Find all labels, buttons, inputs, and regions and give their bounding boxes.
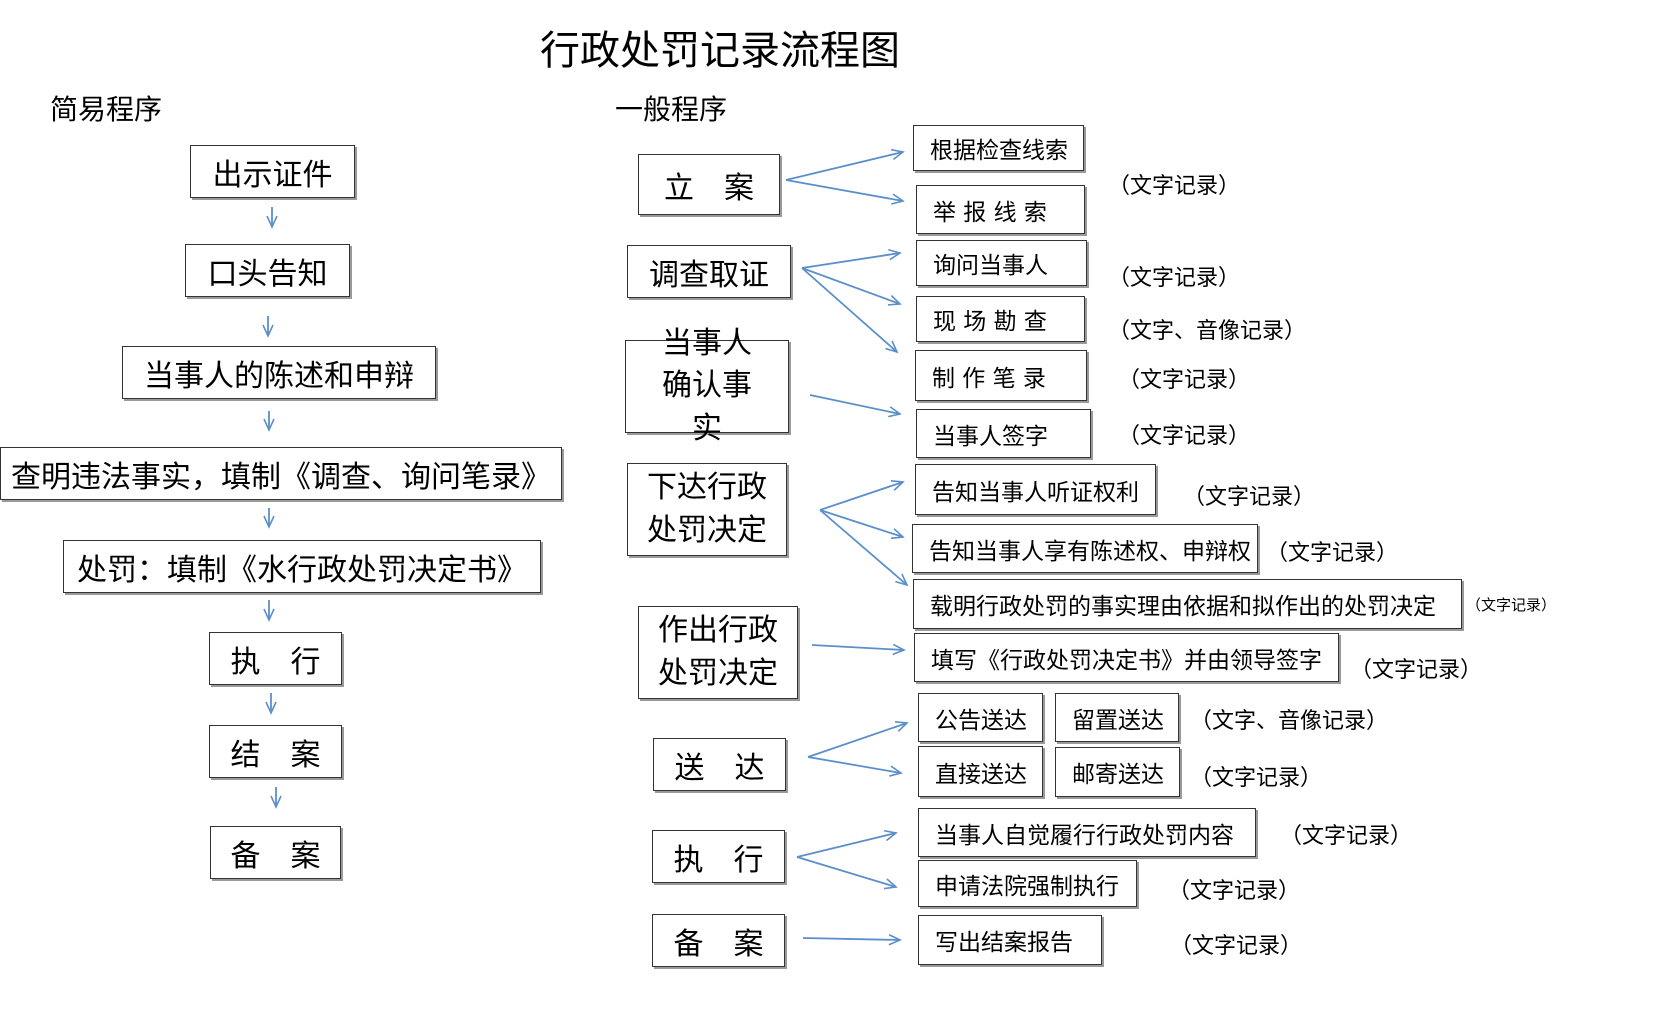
simple-step-close-case: 结 案 <box>209 725 342 778</box>
arrow-deliver-to-direct <box>807 756 903 777</box>
note-voluntary-compliance: （文字记录） <box>1280 824 1413 849</box>
note-file-case: （文字记录） <box>1108 174 1241 199</box>
arrow-deliver-to-public <box>807 721 909 758</box>
arrow-issue-to-defense <box>819 509 905 540</box>
item-mail-delivery: 邮寄送达 <box>1055 747 1180 797</box>
item-hearing-right-notice: 告知当事人听证权利 <box>915 464 1156 515</box>
arrow-file-to-inspection <box>785 148 905 181</box>
note-delivery-text: （文字记录） <box>1190 766 1323 791</box>
note-delivery-av: （文字、音像记录） <box>1190 709 1389 734</box>
simple-step-statement-defense: 当事人的陈述和申辩 <box>122 346 436 399</box>
item-court-enforcement: 申请法院强制执行 <box>918 860 1137 907</box>
note-make-record: （文字记录） <box>1118 368 1251 393</box>
arrow-execute-to-compliance <box>796 829 898 858</box>
note-proposed-decision: （文字记录） <box>1466 596 1557 614</box>
note-party-signature: （文字记录） <box>1118 424 1251 449</box>
simple-step-execute: 执 行 <box>209 632 342 685</box>
item-proposed-decision: 载明行政处罚的事实理由依据和拟作出的处罚决定 <box>913 579 1462 629</box>
stage-file-case: 立 案 <box>638 154 780 215</box>
stage-issue-decision: 下达行政处罚决定 <box>627 463 787 556</box>
general-procedure-heading: 一般程序 <box>615 93 728 126</box>
note-closing-report: （文字记录） <box>1170 934 1303 959</box>
item-question-party: 询问当事人 <box>916 240 1087 286</box>
note-defense-right: （文字记录） <box>1266 541 1399 566</box>
item-make-record: 制 作 笔 录 <box>915 350 1087 401</box>
arrow-make-to-document <box>811 643 906 656</box>
stage-make-decision: 作出行政处罚决定 <box>638 606 798 699</box>
item-inspection-clue: 根据检查线索 <box>913 125 1084 171</box>
item-voluntary-compliance: 当事人自觉履行行政处罚内容 <box>918 808 1256 857</box>
arrow-execute-to-court <box>796 856 898 890</box>
simple-procedure-heading: 简易程序 <box>50 93 163 126</box>
arrow-file-to-report <box>785 179 905 205</box>
simple-step-oral-notice: 口头告知 <box>185 244 350 297</box>
simple-step-show-credentials: 出示证件 <box>190 145 355 198</box>
arrow-investigate-to-record <box>801 267 899 354</box>
arrow-confirm-to-signature <box>809 394 902 418</box>
arrow-issue-to-hearing <box>819 479 905 511</box>
stage-party-confirm: 当事人确认事实 <box>625 326 789 446</box>
simple-step-investigation-record: 查明违法事实，填制《调查、询问笔录》 <box>0 447 562 500</box>
stage-deliver: 送 达 <box>653 738 786 791</box>
item-direct-delivery: 直接送达 <box>918 746 1043 797</box>
arrow-investigate-to-question <box>801 248 902 269</box>
item-closing-report: 写出结案报告 <box>918 915 1102 965</box>
item-site-survey: 现 场 勘 查 <box>916 296 1085 342</box>
simple-step-file-record: 备 案 <box>210 826 341 879</box>
page-title: 行政处罚记录流程图 <box>540 28 900 74</box>
item-party-signature: 当事人签字 <box>916 409 1091 458</box>
item-decision-document: 填写《行政处罚决定书》并由领导签字 <box>914 633 1339 682</box>
note-site-survey: （文字、音像记录） <box>1108 319 1307 344</box>
stage-file-record: 备 案 <box>652 914 785 967</box>
item-defense-right-notice: 告知当事人享有陈述权、申辩权 <box>912 524 1258 573</box>
note-decision-document: （文字记录） <box>1350 658 1483 683</box>
arrow-issue-to-proposed <box>819 509 909 587</box>
stage-investigation: 调查取证 <box>627 245 791 298</box>
note-hearing-right: （文字记录） <box>1183 485 1316 510</box>
arrow-investigate-to-survey <box>801 267 902 306</box>
item-report-clue: 举 报 线 索 <box>916 185 1085 234</box>
item-public-delivery: 公告送达 <box>918 693 1043 742</box>
arrow-record-to-report <box>802 934 902 946</box>
stage-execute: 执 行 <box>652 830 785 883</box>
simple-step-penalty-decision: 处罚：填制《水行政处罚决定书》 <box>63 540 541 593</box>
note-court-enforcement: （文字记录） <box>1168 879 1301 904</box>
note-question-party: （文字记录） <box>1108 266 1241 291</box>
item-leave-delivery: 留置送达 <box>1055 693 1179 742</box>
